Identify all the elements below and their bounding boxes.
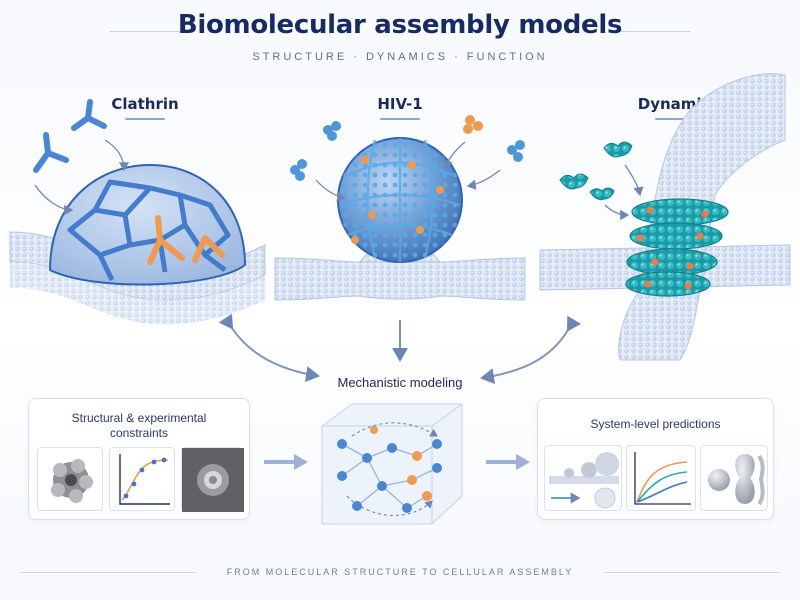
footer-rule-right <box>605 572 780 573</box>
flow-arrow-right <box>486 454 530 470</box>
page-title: Biomolecular assembly models <box>177 10 623 40</box>
binding-curve-thumbnail <box>109 447 175 511</box>
panel-title-hiv1: HIV-1 <box>377 95 423 113</box>
panel-title-rule-dynamin <box>655 118 695 120</box>
predictions-card: System-level predictions <box>537 398 774 520</box>
clathrin-illustration <box>9 99 266 325</box>
footer-caption: FROM MOLECULAR STRUCTURE TO CELLULAR ASS… <box>226 567 574 577</box>
title-rule-left <box>110 31 190 32</box>
micrograph-thumbnail <box>181 447 244 512</box>
membrane-budding-thumbnail <box>544 445 622 511</box>
structure-thumbnail <box>37 447 103 511</box>
kinetics-curves-thumbnail <box>626 445 696 511</box>
mechanistic-network-cube <box>321 403 463 525</box>
panel-title-rule-clathrin <box>125 118 165 120</box>
converging-arrows <box>218 313 582 385</box>
dynamin-illustration <box>539 73 791 361</box>
constraints-title-line2: constraints <box>109 426 169 440</box>
flow-arrow-left <box>264 454 308 470</box>
page-subtitle: STRUCTURE · DYNAMICS · FUNCTION <box>252 51 548 63</box>
panel-title-clathrin: Clathrin <box>111 95 179 113</box>
free-hiv-subunit <box>290 115 525 181</box>
free-triskelion <box>33 99 107 173</box>
predictions-title: System-level predictions <box>590 417 721 431</box>
panel-title-rule-hiv1 <box>380 118 420 120</box>
footer-rule-left <box>20 572 195 573</box>
title-rule-right <box>610 31 690 32</box>
assembly-illustration <box>9 73 791 385</box>
fission-shapes-thumbnail <box>700 445 768 511</box>
constraints-title-line1: Structural & experimental <box>71 411 207 425</box>
constraints-card: Structural & experimental constraints <box>28 398 250 520</box>
free-dynamin-dimer <box>559 141 633 201</box>
hiv1-illustration <box>274 115 526 301</box>
mechanistic-modeling-label: Mechanistic modeling <box>337 375 463 390</box>
